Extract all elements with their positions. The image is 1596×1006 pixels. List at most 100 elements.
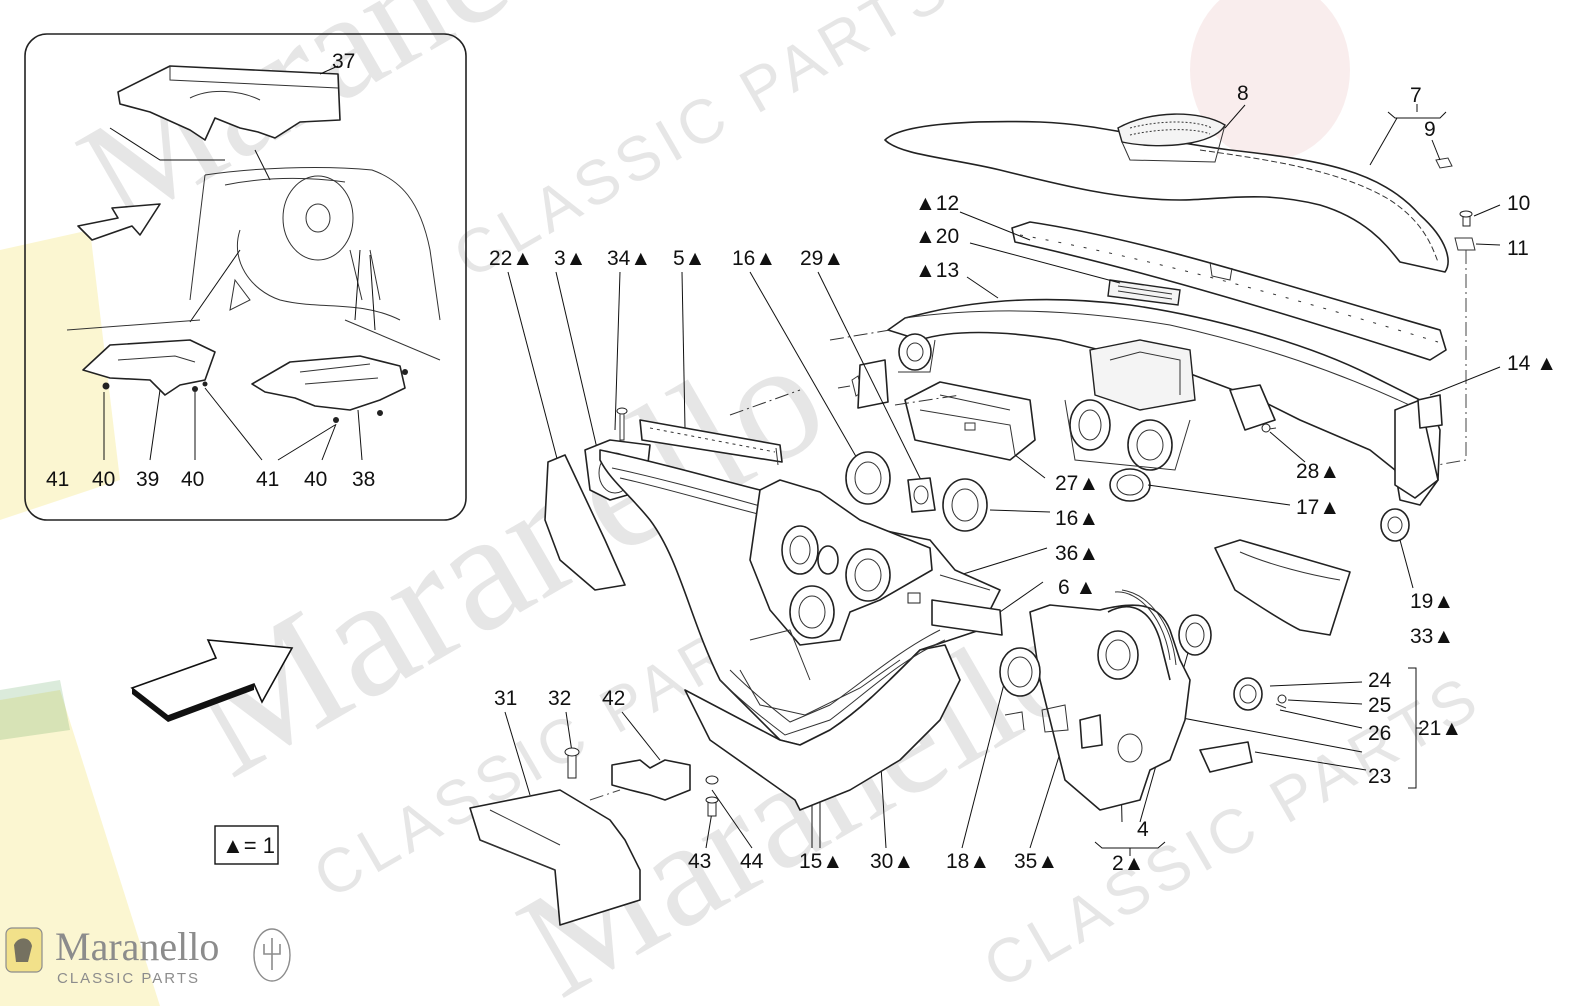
part-label-40: 40 xyxy=(92,468,115,491)
arrow-shadow xyxy=(132,688,168,722)
part-27-box xyxy=(904,381,1036,461)
watermark-badge xyxy=(0,230,120,520)
vent-ring xyxy=(1127,419,1173,471)
arrow-shadow xyxy=(168,684,254,722)
part-label-24: 24 xyxy=(1368,669,1392,692)
fastener-icon xyxy=(402,369,408,375)
part-label-19: 19▲ xyxy=(1410,590,1454,613)
part-22-panel xyxy=(544,454,626,591)
part-label-2: 2▲ xyxy=(1112,852,1144,875)
part-label-17: 17▲ xyxy=(1296,496,1340,519)
part-label-12: ▲12 xyxy=(915,192,959,215)
fastener-icon xyxy=(333,417,339,423)
part-15-vent xyxy=(789,585,835,639)
part-label-3: 3▲ xyxy=(554,247,586,270)
part-label-28: 28▲ xyxy=(1296,460,1340,483)
part-label-41: 41 xyxy=(256,468,279,491)
part-label-27: 27▲ xyxy=(1055,472,1099,495)
part-30-lower xyxy=(684,644,961,811)
center-console xyxy=(544,329,1003,811)
bracket xyxy=(1229,384,1276,431)
part-label-33: 33▲ xyxy=(1410,625,1454,648)
part-label-42: 42 xyxy=(602,687,625,710)
watermark-trident xyxy=(1190,0,1350,160)
part-label-20: ▲20 xyxy=(915,225,959,248)
part-label-21: 21▲ xyxy=(1418,717,1462,740)
part-label-41: 41 xyxy=(46,468,69,491)
part-label-6: 6 ▲ xyxy=(1058,576,1096,599)
fastener-icon xyxy=(102,382,110,390)
fastener-icon xyxy=(377,410,383,416)
part-label-31: 31 xyxy=(494,687,517,710)
watermark-badge xyxy=(0,680,70,740)
brand-subtitle: CLASSIC PARTS xyxy=(57,970,200,987)
fastener-icon xyxy=(202,381,208,387)
part-24-ring xyxy=(1233,677,1263,711)
part-37-panel xyxy=(117,65,341,141)
part-42-bracket xyxy=(611,759,691,801)
part-label-4: 4 xyxy=(1137,818,1149,841)
part-label-16: 16▲ xyxy=(732,247,776,270)
part-14-clip xyxy=(1417,394,1443,429)
part-13-dash-frame xyxy=(837,298,1443,542)
part-label-23: 23 xyxy=(1368,765,1391,788)
part-label-8: 8 xyxy=(1237,82,1249,105)
part-number-labels: 37 41 40 39 40 41 40 38 8 7 9 10 11 ▲12 … xyxy=(46,50,1557,875)
vent-ring xyxy=(1069,399,1111,451)
legend: ▲= 1 xyxy=(214,825,279,865)
part-18-vent xyxy=(999,647,1041,697)
part-label-29: 29▲ xyxy=(800,247,844,270)
part-5-strip xyxy=(639,419,783,463)
washer-44-icon xyxy=(705,775,719,785)
part-label-11: 11 xyxy=(1507,237,1529,260)
part-20-vent xyxy=(1107,279,1181,306)
part-7-top-cover xyxy=(884,120,1449,273)
part-19-ring xyxy=(1380,508,1410,542)
part-label-7: 7 xyxy=(1410,84,1422,107)
legend-text: ▲= 1 xyxy=(222,833,275,858)
part-label-32: 32 xyxy=(548,687,571,710)
part-label-36: 36▲ xyxy=(1055,542,1099,565)
part-17-ring xyxy=(1109,468,1151,502)
part-label-16: 16▲ xyxy=(1055,507,1099,530)
part-label-26: 26 xyxy=(1368,722,1391,745)
part-4-ring xyxy=(1178,614,1212,656)
part-15-vent xyxy=(781,525,819,575)
part-label-13: ▲13 xyxy=(915,259,959,282)
vent-ring xyxy=(898,333,932,371)
view-direction-arrow-icon xyxy=(77,203,161,241)
part-33-pad xyxy=(1214,539,1351,636)
part-38-cover xyxy=(251,355,406,411)
part-label-40: 40 xyxy=(304,468,327,491)
part-label-43: 43 xyxy=(688,850,711,873)
part-15-vent xyxy=(845,548,891,602)
part-label-10: 10 xyxy=(1507,192,1530,215)
part-2-trim xyxy=(1107,606,1171,681)
inset-frame xyxy=(24,33,467,521)
part-label-39: 39 xyxy=(136,468,159,491)
upper-dash-cover xyxy=(884,104,1501,469)
part-label-34: 34▲ xyxy=(607,247,651,270)
branding: Maranello CLASSIC PARTS xyxy=(5,924,291,987)
part-13-center-box xyxy=(1089,339,1196,411)
part-label-15: 15▲ xyxy=(799,850,843,873)
part-23-bracket xyxy=(1199,741,1253,773)
part-label-5: 5▲ xyxy=(673,247,705,270)
part-6-trim xyxy=(931,599,1003,636)
legend-box xyxy=(214,825,279,865)
inset-overview xyxy=(24,33,467,521)
part-35-switch xyxy=(1079,714,1103,749)
part-label-25: 25 xyxy=(1368,694,1391,717)
watermark-badge xyxy=(0,690,160,1006)
lower-left-parts xyxy=(469,747,719,926)
part-label-38: 38 xyxy=(352,468,375,491)
part-39-cover xyxy=(82,339,216,396)
part-label-14: 14 ▲ xyxy=(1507,352,1557,375)
part-label-44: 44 xyxy=(740,850,764,873)
part-label-35: 35▲ xyxy=(1014,850,1058,873)
part-29-clip xyxy=(907,477,936,513)
part-label-30: 30▲ xyxy=(870,850,914,873)
right-lower-panel xyxy=(999,589,1287,811)
part-16-ring xyxy=(845,451,891,505)
